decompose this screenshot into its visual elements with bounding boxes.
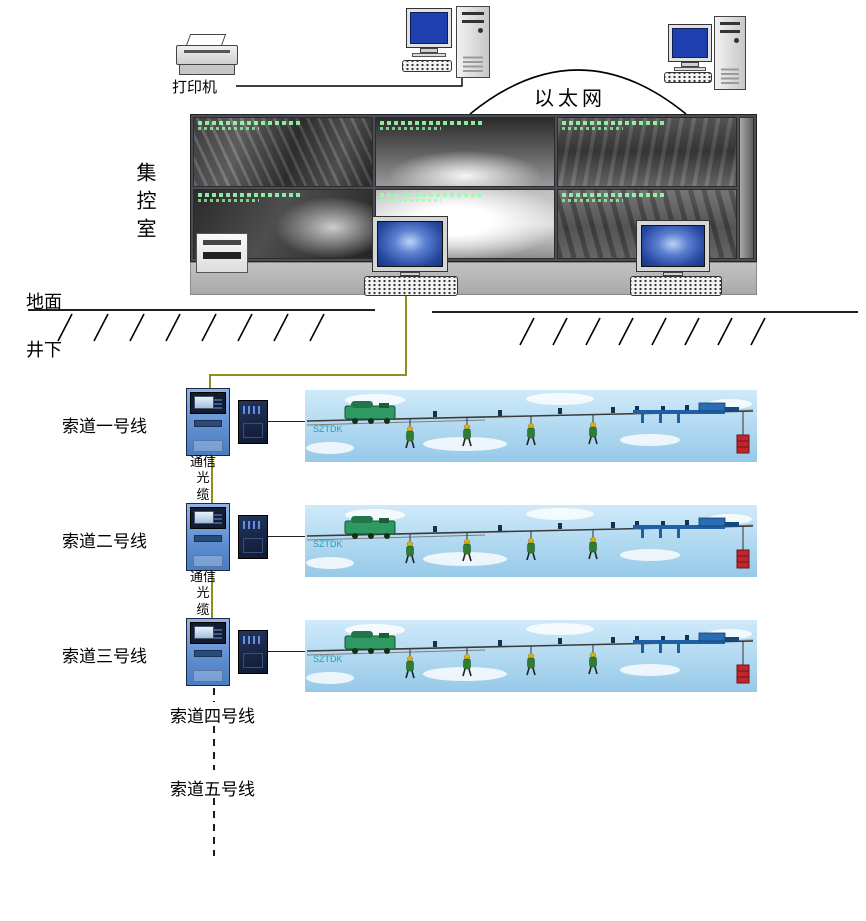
workstation-keyboard <box>630 276 722 296</box>
signal-wire <box>268 536 305 537</box>
printer-slot <box>203 240 241 245</box>
monitoring-cabinet <box>186 618 230 686</box>
workstation-monitor <box>636 220 710 272</box>
monitor-stand <box>681 62 699 67</box>
cableway-line-5-label: 索道五号线 <box>170 780 255 799</box>
monitor-screen <box>672 28 708 58</box>
cabinet-vent <box>194 650 222 657</box>
drive-slot <box>720 22 740 25</box>
printer-slot <box>203 252 241 259</box>
junction-box <box>238 515 268 559</box>
workstation-screen <box>641 225 705 267</box>
wall-side-strip <box>739 117 754 259</box>
monitor-stand <box>400 272 420 276</box>
console-printer <box>196 233 248 273</box>
printer-label: 打印机 <box>172 80 218 96</box>
cabinet-display-panel <box>190 392 226 414</box>
camera-feed-3 <box>557 117 737 187</box>
workstation-screen <box>377 221 443 267</box>
computer-tower <box>714 16 746 90</box>
cableway-line-1-label: 索道一号线 <box>62 417 147 436</box>
monitor <box>406 8 452 48</box>
ground-hatch-right <box>519 317 766 346</box>
monitoring-cabinet <box>186 503 230 571</box>
power-button <box>478 28 483 33</box>
signal-wire <box>268 651 305 652</box>
drive-slot <box>462 20 484 23</box>
camera-feed-2 <box>375 117 555 187</box>
cabinet-display-panel <box>190 622 226 644</box>
drive-slot <box>720 30 740 33</box>
control-room-label: 集控室 <box>133 162 155 246</box>
cableway-row-2: 索道二号线 <box>0 503 866 577</box>
cableway-line-3-label: 索道三号线 <box>62 647 147 666</box>
drive-slot <box>462 12 484 15</box>
power-button <box>734 38 739 43</box>
signal-wire <box>268 421 305 422</box>
cabinet-display-panel <box>190 507 226 529</box>
cableway-row-1: 索道一号线 <box>0 388 866 462</box>
computer-tower <box>456 6 490 78</box>
printer-device <box>176 34 238 76</box>
monitor-foot <box>412 53 446 57</box>
keyboard <box>402 60 452 72</box>
cableway-row-3: 索道三号线 <box>0 618 866 692</box>
fiber-trunk-line <box>209 296 407 388</box>
monitor-screen <box>410 12 448 44</box>
printer-cable-line <box>236 78 463 87</box>
fiber-cable-label: 通信 光 缆 <box>189 454 216 502</box>
junction-box <box>238 400 268 444</box>
workstation-monitor <box>372 216 448 272</box>
printer-base <box>179 64 235 75</box>
underground-label: 井下 <box>26 340 62 360</box>
cabinet-vent <box>194 420 222 427</box>
camera-feed-1 <box>193 117 373 187</box>
printer-body <box>176 45 238 65</box>
cableway-line-4-label: 索道四号线 <box>170 707 255 726</box>
keyboard <box>664 72 712 83</box>
cableway-line-2-label: 索道二号线 <box>62 532 147 551</box>
junction-box <box>238 630 268 674</box>
ground-surface-label: 地面 <box>26 292 62 312</box>
monitor-stand <box>420 48 438 53</box>
monitor <box>668 24 712 62</box>
cableway-photo <box>305 620 757 692</box>
monitoring-cabinet <box>186 388 230 456</box>
ethernet-label: 以太网 <box>534 88 606 110</box>
printer-output-slot <box>184 50 230 53</box>
workstation-keyboard <box>364 276 458 296</box>
monitor-foot <box>674 67 706 71</box>
monitor-stand <box>663 272 683 276</box>
cableway-photo <box>305 505 757 577</box>
video-wall <box>190 114 757 262</box>
fiber-cable-label: 通信 光 缆 <box>189 569 216 617</box>
cableway-photo <box>305 390 757 462</box>
cabinet-vent <box>194 535 222 542</box>
ground-hatch-left <box>57 313 325 342</box>
